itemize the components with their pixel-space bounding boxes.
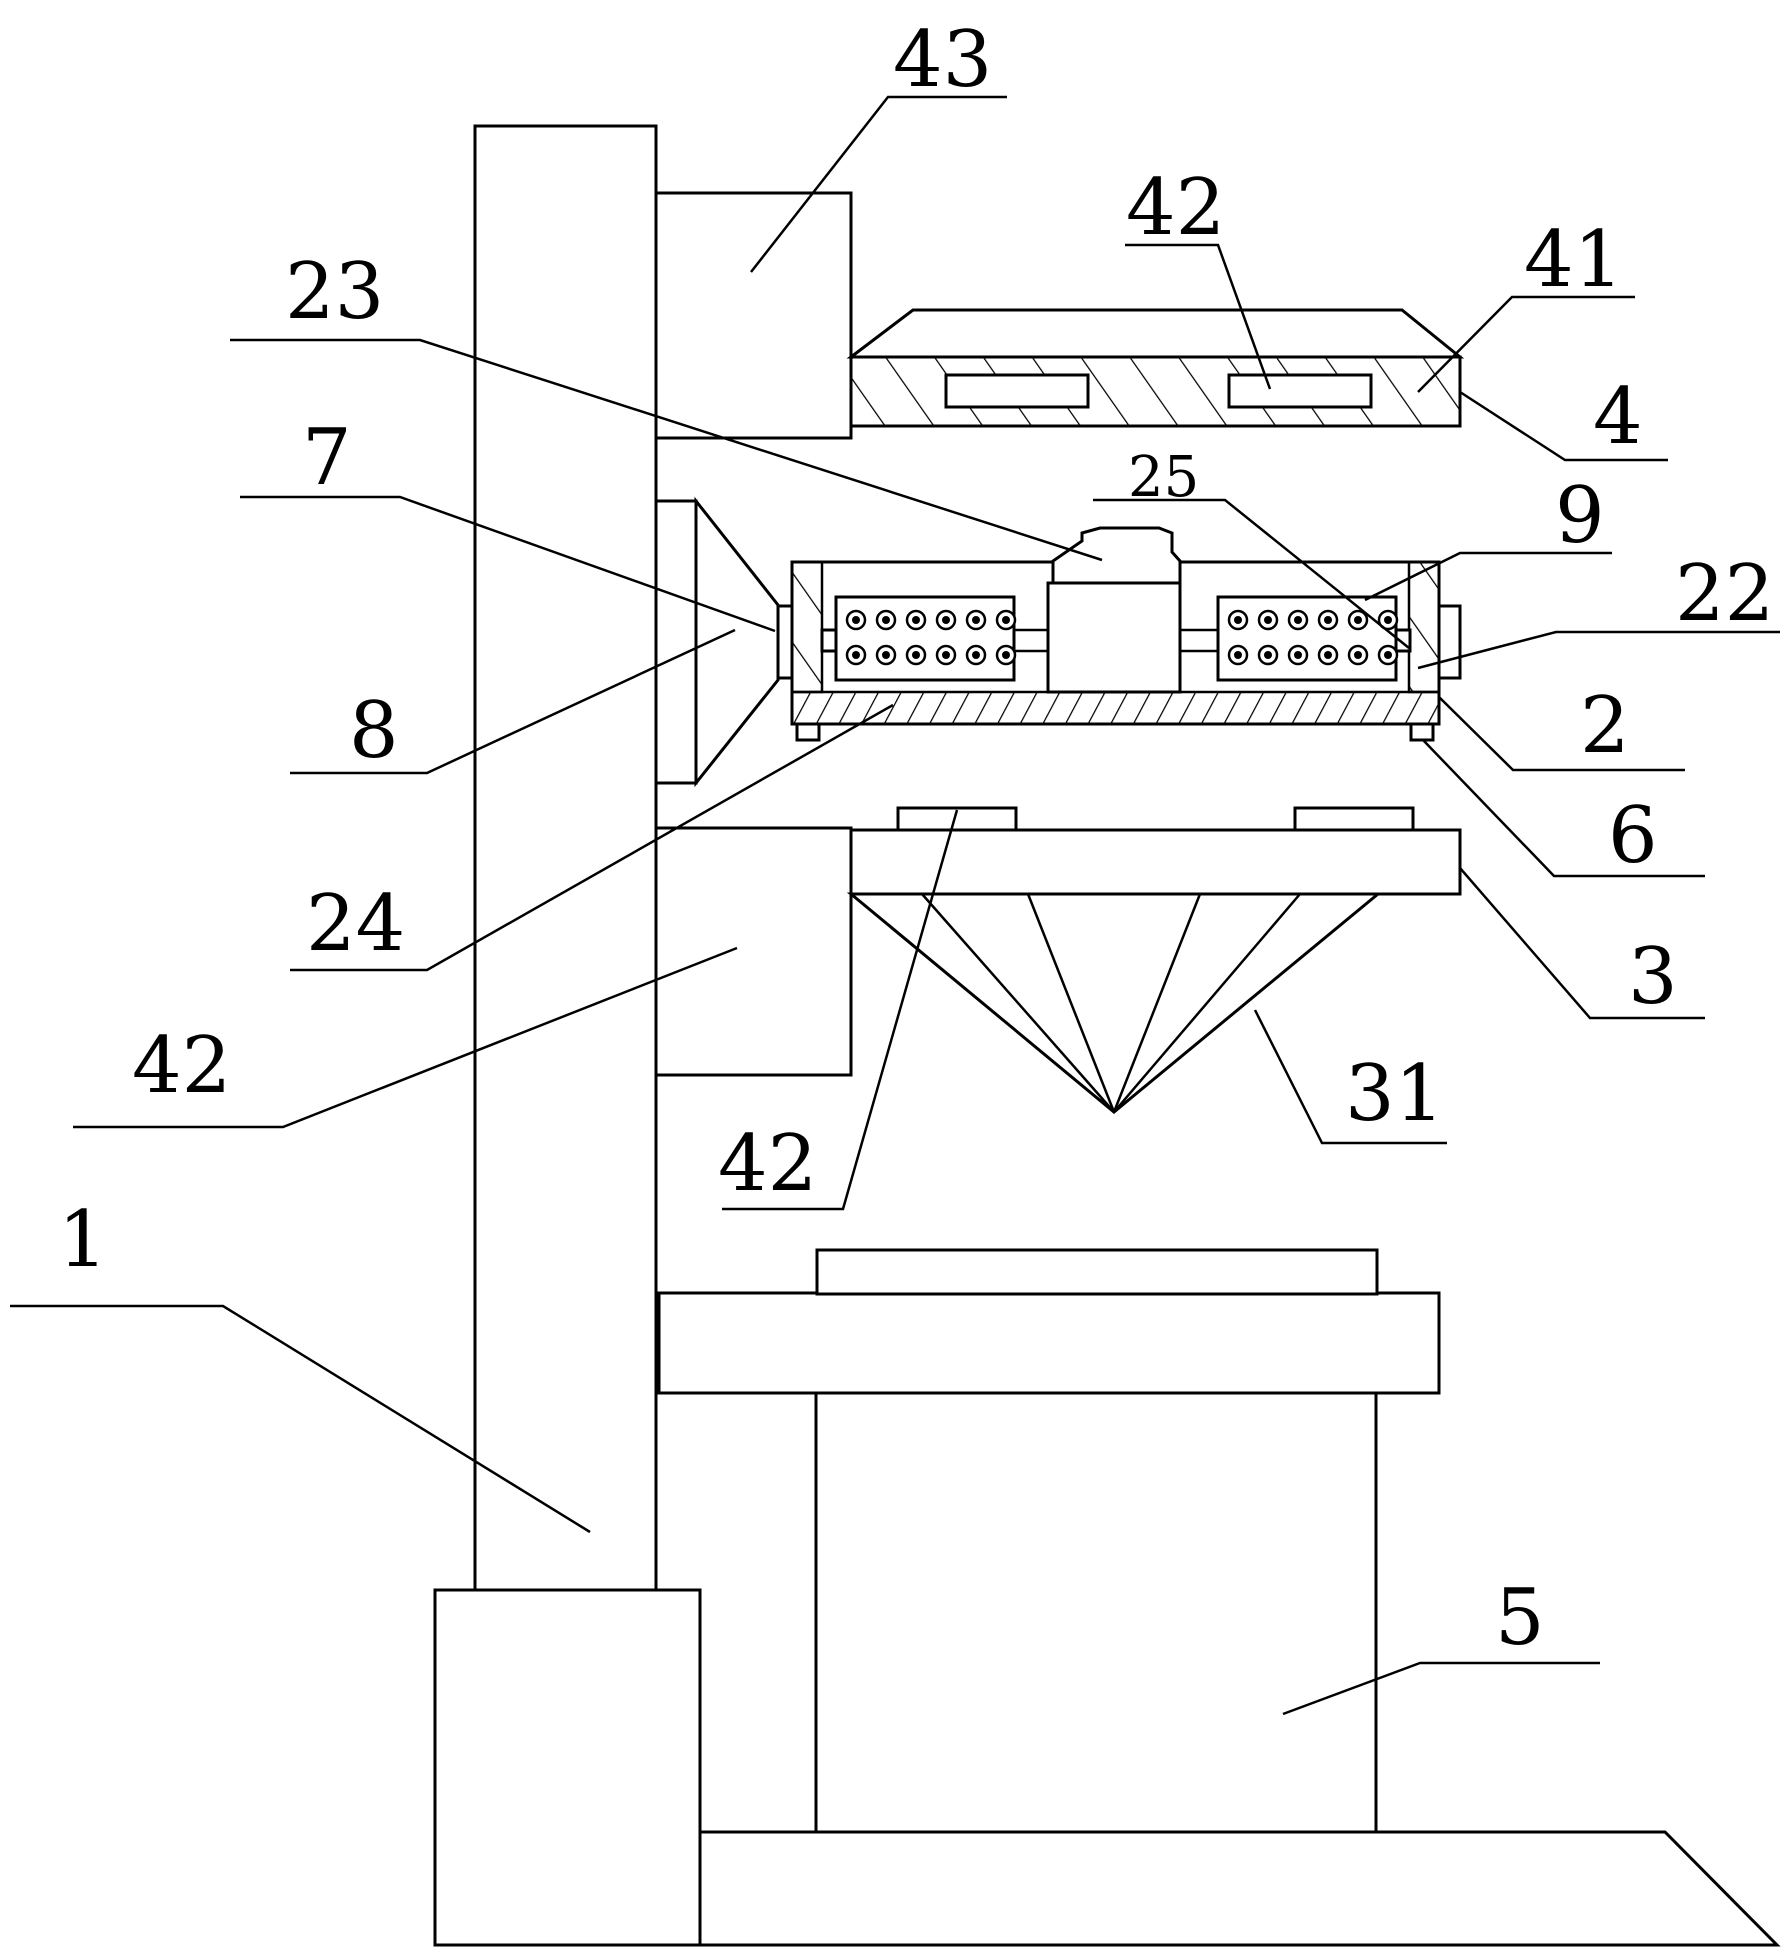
workbench-pad xyxy=(815,1248,1379,1296)
leader-31 xyxy=(1253,1009,1447,1145)
leader-9 xyxy=(1364,551,1612,602)
leader-3 xyxy=(1459,867,1705,1020)
ref-23: 23 xyxy=(285,247,384,337)
leader-25 xyxy=(1093,498,1410,649)
roller-stud-core xyxy=(1294,651,1302,659)
base-plate xyxy=(698,1830,1781,1947)
roller-stud-core xyxy=(852,616,860,624)
ref-9: 9 xyxy=(1555,471,1605,561)
roller-left-studs xyxy=(845,609,1017,666)
central-gearbox-top xyxy=(1051,526,1182,585)
roller-stud-core xyxy=(1354,616,1362,624)
roller-stud-core xyxy=(1324,651,1332,659)
leader-24 xyxy=(290,703,894,972)
base-block xyxy=(433,1588,702,1947)
cone-rib-4 xyxy=(1113,893,1301,1113)
top-magnet-right xyxy=(1227,373,1373,409)
ref-42-bottom: 42 xyxy=(718,1119,817,1209)
housing-left-wall xyxy=(790,560,824,694)
housing-right-wall xyxy=(1407,560,1441,694)
ref-2: 2 xyxy=(1580,681,1630,771)
ref-8: 8 xyxy=(349,686,399,776)
side-motor-cone xyxy=(694,496,780,788)
leader-6 xyxy=(1422,739,1705,878)
central-gearbox xyxy=(1046,581,1182,694)
roller-stud-core xyxy=(942,651,950,659)
lower-arm-block xyxy=(654,826,853,1077)
top-cover xyxy=(846,308,1465,359)
right-bracket xyxy=(1437,604,1462,680)
leader-5 xyxy=(1282,1661,1600,1716)
roller-stud-core xyxy=(912,651,920,659)
ref-5: 5 xyxy=(1495,1573,1545,1663)
ref-7: 7 xyxy=(302,413,352,503)
workbench-table xyxy=(657,1291,1441,1395)
roller-stud-core xyxy=(882,651,890,659)
roller-right xyxy=(1216,595,1398,682)
lower-plate xyxy=(849,828,1462,896)
ref-1: 1 xyxy=(58,1195,108,1285)
roller-stud-core xyxy=(1294,616,1302,624)
ref-42-top: 42 xyxy=(1126,163,1225,253)
roller-stud-core xyxy=(1384,616,1392,624)
foot-left xyxy=(795,722,821,742)
side-coupling xyxy=(776,604,794,680)
leader-22 xyxy=(1417,630,1780,670)
roller-stud-core xyxy=(882,616,890,624)
cone-rib-3 xyxy=(1112,893,1202,1113)
roller-stud-core xyxy=(1264,616,1272,624)
roller-stud-core xyxy=(942,616,950,624)
roller-right-studs xyxy=(1227,609,1399,666)
leader-8 xyxy=(290,628,736,775)
roller-stud-core xyxy=(1002,651,1010,659)
roller-stud-core xyxy=(1234,651,1242,659)
leader-1 xyxy=(10,1304,591,1534)
workbench-body xyxy=(814,1390,1378,1834)
leader-23 xyxy=(230,338,1103,562)
ref-25: 25 xyxy=(1128,445,1199,510)
ref-42-left: 42 xyxy=(132,1021,231,1111)
roller-stud-core xyxy=(1234,616,1242,624)
leader-4 xyxy=(1459,390,1668,462)
leader-42-top xyxy=(1125,243,1272,390)
cone-rib-1 xyxy=(921,893,1115,1113)
ref-6: 6 xyxy=(1608,791,1658,881)
magnet-pad-right xyxy=(1293,806,1415,832)
ref-3: 3 xyxy=(1628,932,1678,1022)
roller-stud-core xyxy=(1264,651,1272,659)
ref-43: 43 xyxy=(893,15,992,105)
roller-stud-core xyxy=(852,651,860,659)
column-frame xyxy=(473,124,658,1594)
roller-stud-core xyxy=(1354,651,1362,659)
leader-42-left xyxy=(73,946,738,1129)
ref-41: 41 xyxy=(1524,215,1623,305)
roller-stud-core xyxy=(1384,651,1392,659)
leader-2 xyxy=(1438,696,1685,772)
roller-stud-core xyxy=(972,651,980,659)
roller-stud-core xyxy=(912,616,920,624)
cone-rib-2 xyxy=(1026,893,1116,1113)
ref-31: 31 xyxy=(1345,1049,1444,1139)
ref-22: 22 xyxy=(1675,549,1774,639)
roller-left-cap xyxy=(820,628,838,653)
ref-4: 4 xyxy=(1593,372,1643,462)
top-magnet-left xyxy=(944,373,1090,409)
leader-43 xyxy=(750,95,1007,273)
ref-24: 24 xyxy=(306,879,405,969)
motor-block xyxy=(654,191,853,440)
leader-7 xyxy=(240,495,776,633)
leader-42-bottom xyxy=(722,809,959,1211)
roller-left xyxy=(834,595,1016,682)
side-motor-base xyxy=(654,499,698,785)
roller-stud-core xyxy=(1324,616,1332,624)
housing-bottom-grid xyxy=(790,690,1441,726)
funnel-cone xyxy=(846,892,1383,1114)
foot-right xyxy=(1409,722,1435,742)
roller-stud-core xyxy=(1002,616,1010,624)
roller-stud-core xyxy=(972,616,980,624)
leader-41 xyxy=(1417,295,1635,393)
